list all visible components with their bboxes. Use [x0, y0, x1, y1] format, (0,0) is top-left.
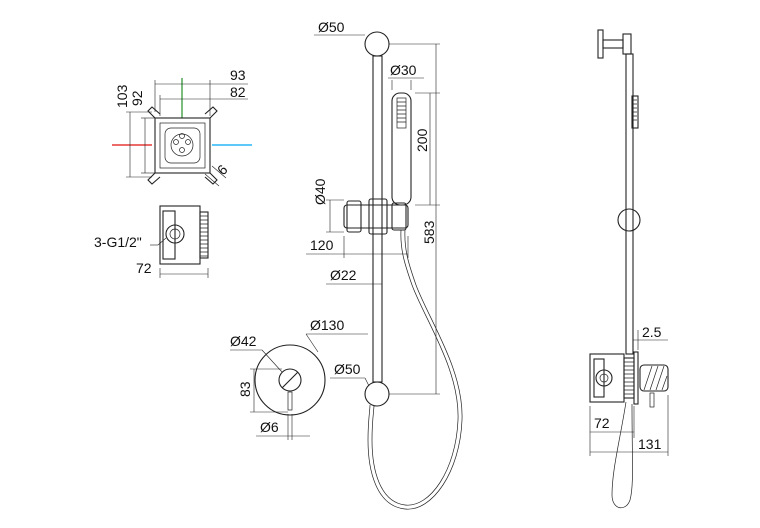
- dim-side-box-depth: 72: [594, 415, 610, 431]
- cover-plate: [254, 344, 326, 416]
- mixer-handle: [278, 368, 302, 392]
- dim-box-width-outer: 93: [230, 67, 246, 83]
- valve-box-outline: [154, 117, 211, 174]
- dim-box-height-outer: 103: [114, 84, 130, 108]
- dim-plate-dia: Ø130: [310, 317, 344, 333]
- slide-rail: [372, 55, 383, 383]
- dim-box-height-inner: 92: [129, 90, 145, 106]
- mixer-front-view: Ø130 Ø42 83 Ø6: [230, 317, 368, 440]
- dim-side-total-depth: 131: [638, 436, 662, 452]
- shower-rail-front-view: Ø50 Ø30 200 Ø40 120 Ø22: [306, 19, 463, 510]
- dim-plate-thickness: 2.5: [642, 324, 662, 340]
- shower-hose: [371, 229, 459, 506]
- dim-handle-dia: Ø42: [230, 333, 257, 349]
- valve-box-side-view: 3-G1/2" 72: [94, 205, 209, 278]
- valve-box-front-view: 93 82 103 92 6: [112, 67, 252, 187]
- side-rail: [625, 53, 634, 355]
- bottom-wall-disc: [364, 381, 390, 407]
- dim-bottom-disc: Ø50: [334, 361, 361, 377]
- dim-handle-offset: 83: [237, 381, 253, 397]
- dim-holder-width: 120: [310, 237, 334, 253]
- shower-holder: [343, 204, 409, 229]
- dim-rail-dia: Ø22: [330, 267, 357, 283]
- dim-handshower-dia: Ø30: [390, 62, 417, 78]
- side-view: 2.5 72 131: [589, 29, 669, 508]
- dim-spout-dia: Ø6: [260, 419, 279, 435]
- dim-box-depth-small: 6: [214, 161, 231, 178]
- dim-holder-dia: Ø40: [312, 178, 328, 205]
- dim-top-disc: Ø50: [318, 19, 345, 35]
- dim-box-width-inner: 82: [230, 84, 246, 100]
- dim-rail-length: 583: [421, 220, 437, 244]
- top-wall-disc: [364, 31, 390, 57]
- thread-spec-label: 3-G1/2": [94, 234, 142, 250]
- side-handle: [639, 364, 669, 392]
- dim-handshower-length: 200: [414, 128, 430, 152]
- dim-box-depth: 72: [136, 260, 152, 276]
